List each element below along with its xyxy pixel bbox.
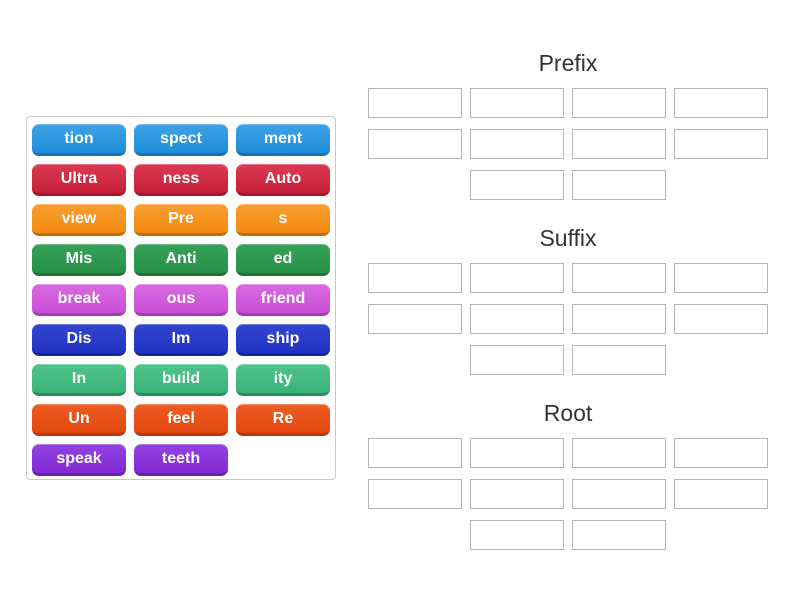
word-tile-ment[interactable]: ment xyxy=(236,124,330,156)
word-tile-ed[interactable]: ed xyxy=(236,244,330,276)
word-tile-pre[interactable]: Pre xyxy=(134,204,228,236)
answer-slot[interactable] xyxy=(368,129,462,159)
word-tile-dis[interactable]: Dis xyxy=(32,324,126,356)
answer-slot[interactable] xyxy=(470,479,564,509)
answer-slot[interactable] xyxy=(470,304,564,334)
group-prefix: Prefix xyxy=(368,48,768,200)
group-title-suffix: Suffix xyxy=(539,225,597,251)
word-tile-break[interactable]: break xyxy=(32,284,126,316)
word-tile-friend[interactable]: friend xyxy=(236,284,330,316)
answer-slot[interactable] xyxy=(674,88,768,118)
word-tile-re[interactable]: Re xyxy=(236,404,330,436)
word-tile-anti[interactable]: Anti xyxy=(134,244,228,276)
answer-slot[interactable] xyxy=(368,263,462,293)
answer-slot[interactable] xyxy=(674,304,768,334)
word-tile-spect[interactable]: spect xyxy=(134,124,228,156)
answer-slot[interactable] xyxy=(368,479,462,509)
answer-slot[interactable] xyxy=(572,304,666,334)
group-suffix: Suffix xyxy=(368,223,768,375)
answer-slot[interactable] xyxy=(470,438,564,468)
word-tile-in[interactable]: In xyxy=(32,364,126,396)
answer-slot[interactable] xyxy=(470,129,564,159)
answer-slot[interactable] xyxy=(368,88,462,118)
answer-slot[interactable] xyxy=(470,88,564,118)
answer-slot[interactable] xyxy=(572,88,666,118)
group-suffix-slots xyxy=(368,263,768,375)
word-tile-view[interactable]: view xyxy=(32,204,126,236)
answer-slot[interactable] xyxy=(674,263,768,293)
word-tile-mis[interactable]: Mis xyxy=(32,244,126,276)
answer-slot[interactable] xyxy=(572,479,666,509)
word-tile-ous[interactable]: ous xyxy=(134,284,228,316)
word-tile-un[interactable]: Un xyxy=(32,404,126,436)
answer-slot[interactable] xyxy=(572,438,666,468)
group-prefix-slots xyxy=(368,88,768,200)
answer-slot[interactable] xyxy=(368,438,462,468)
answer-slot[interactable] xyxy=(674,438,768,468)
answer-slot[interactable] xyxy=(572,520,666,550)
answer-slot[interactable] xyxy=(572,170,666,200)
word-tile-im[interactable]: Im xyxy=(134,324,228,356)
word-tile-ship[interactable]: ship xyxy=(236,324,330,356)
word-tile-tion[interactable]: tion xyxy=(32,124,126,156)
group-root-slots xyxy=(368,438,768,550)
word-tile-build[interactable]: build xyxy=(134,364,228,396)
word-tile-teeth[interactable]: teeth xyxy=(134,444,228,476)
answer-slot[interactable] xyxy=(674,479,768,509)
answer-slot[interactable] xyxy=(572,129,666,159)
word-tile-auto[interactable]: Auto xyxy=(236,164,330,196)
answer-slot[interactable] xyxy=(470,345,564,375)
answer-slot[interactable] xyxy=(572,345,666,375)
word-tile-ness[interactable]: ness xyxy=(134,164,228,196)
answer-slot[interactable] xyxy=(368,304,462,334)
word-tile-speak[interactable]: speak xyxy=(32,444,126,476)
group-title-root: Root xyxy=(543,400,593,426)
answer-slot[interactable] xyxy=(572,263,666,293)
word-tile-s[interactable]: s xyxy=(236,204,330,236)
word-tile-ity[interactable]: ity xyxy=(236,364,330,396)
answer-slot[interactable] xyxy=(470,263,564,293)
answer-slot[interactable] xyxy=(470,170,564,200)
answer-slot[interactable] xyxy=(470,520,564,550)
answer-slot[interactable] xyxy=(674,129,768,159)
word-tile-feel[interactable]: feel xyxy=(134,404,228,436)
word-tile-ultra[interactable]: Ultra xyxy=(32,164,126,196)
group-title-prefix: Prefix xyxy=(538,50,598,76)
group-root: Root xyxy=(368,398,768,550)
